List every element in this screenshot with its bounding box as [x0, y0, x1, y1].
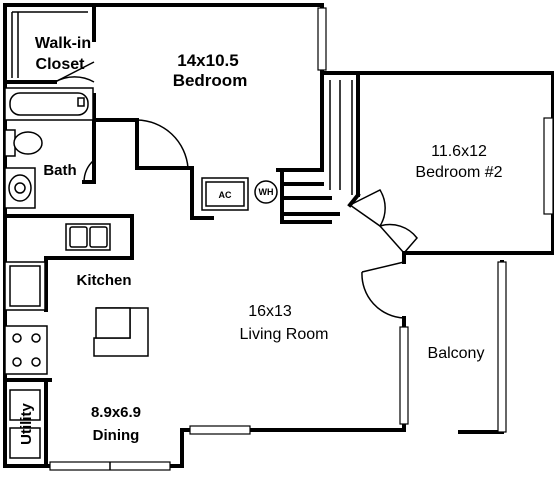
- windows: [11, 7, 554, 471]
- closet-label-2: Closet: [36, 56, 86, 73]
- bedroom2-label: Bedroom #2: [415, 164, 502, 181]
- wh-label: WH: [259, 187, 274, 197]
- bath-label: Bath: [43, 162, 76, 179]
- labels: Walk-in Closet 14x10.5 Bedroom 11.6x12 B…: [18, 35, 503, 445]
- living-label: Living Room: [240, 326, 329, 343]
- utility-label: Utility: [18, 403, 35, 445]
- kitchen-label: Kitchen: [76, 272, 131, 289]
- walls: [3, 3, 554, 468]
- closet-label-1: Walk-in: [35, 35, 91, 52]
- dryer: [9, 427, 41, 459]
- balcony-label: Balcony: [428, 345, 485, 362]
- bedroom-label: Bedroom: [173, 71, 248, 90]
- bedroom2-dims: 11.6x12: [431, 143, 487, 160]
- dining-label: Dining: [93, 427, 140, 444]
- doors: [30, 61, 418, 381]
- water-heater: [254, 180, 278, 204]
- ac-label: AC: [219, 190, 232, 200]
- washer: [9, 389, 41, 421]
- fixtures: [4, 87, 278, 459]
- dining-dims: 8.9x6.9: [91, 404, 141, 421]
- living-dims: 16x13: [248, 303, 292, 320]
- bedroom-dims: 14x10.5: [177, 51, 238, 70]
- stove: [4, 325, 48, 375]
